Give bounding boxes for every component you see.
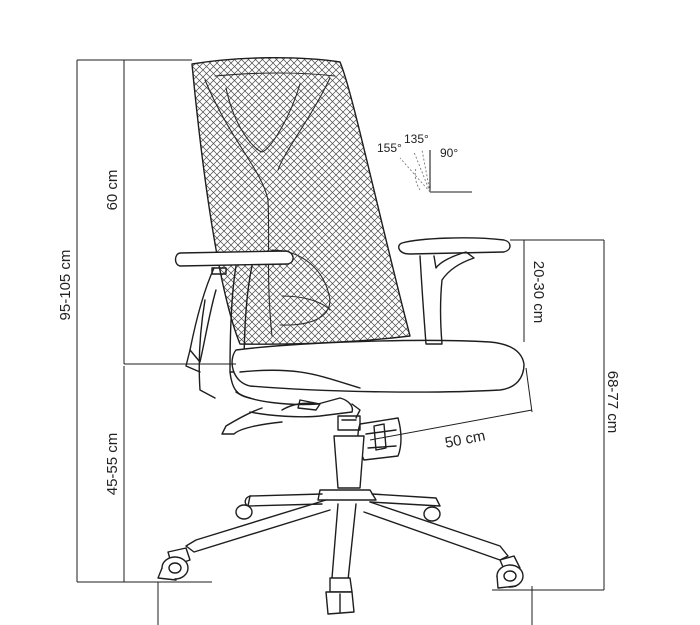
chair-drawing [157, 57, 525, 615]
right-armrest [398, 237, 511, 345]
casters [157, 504, 524, 615]
seat-knob [357, 417, 402, 461]
seat [231, 339, 525, 393]
total-height-label: 95-105 cm [57, 250, 74, 321]
backrest-height-label: 60 cm [104, 170, 121, 211]
seat-depth-line [369, 409, 533, 441]
caster-back-left [235, 504, 253, 520]
caster-back-right [423, 506, 441, 522]
caster-front-right [496, 555, 524, 589]
star-base [185, 489, 509, 581]
armrest-floor-height-label: 68-77 cm [604, 371, 621, 434]
seat-height-label: 45-55 cm [104, 433, 121, 496]
recline-angle-90-label: 90° [440, 146, 458, 160]
armrest-height-label: 20-30 cm [530, 261, 547, 324]
back-support [185, 267, 217, 399]
caster-front-left [157, 547, 191, 581]
recline-angle-155-label: 155° [377, 141, 402, 155]
recline-angle-135-label: 135° [404, 132, 429, 146]
recline-angle-indicator [399, 149, 472, 193]
seat-depth-label: 50 cm [443, 427, 486, 451]
tilt-mechanism [221, 391, 361, 435]
caster-front-center [325, 577, 355, 615]
backrest [191, 57, 411, 345]
dimension-lines [76, 59, 605, 625]
dimension-labels: 95-105 cm 60 cm 45-55 cm 20-30 cm 68-77 … [57, 132, 621, 495]
gas-cylinder [333, 415, 365, 489]
